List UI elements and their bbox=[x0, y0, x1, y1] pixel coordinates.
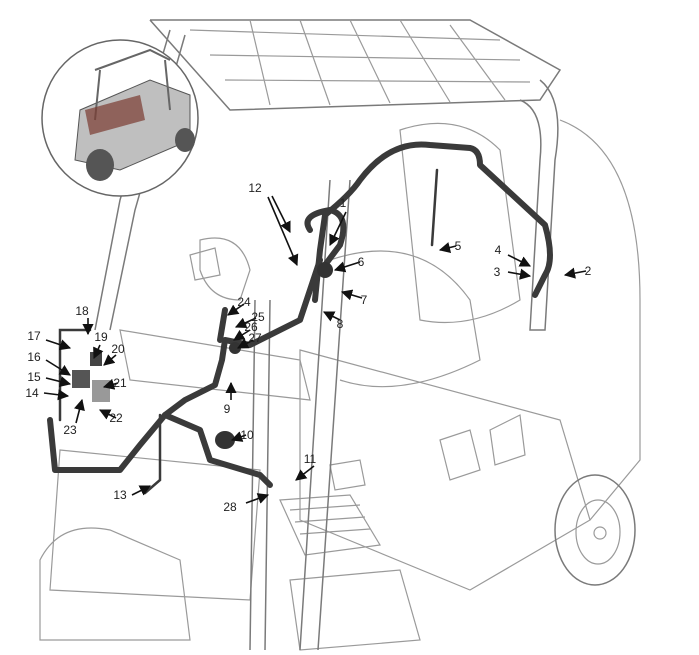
callout-label: 20 bbox=[111, 342, 125, 356]
callout-arrow bbox=[329, 211, 347, 247]
callout-label: 5 bbox=[455, 239, 462, 253]
callout-arrow bbox=[271, 195, 291, 234]
callout-label: 2 bbox=[585, 264, 592, 278]
callout-5: 5 bbox=[438, 239, 462, 253]
callout-label: 11 bbox=[304, 452, 317, 466]
callout-arrow bbox=[93, 344, 104, 360]
callout-19: 19 bbox=[93, 330, 108, 360]
callout-group: 1234567891011121314151617181920212223242… bbox=[25, 181, 591, 514]
callout-arrow bbox=[43, 389, 70, 401]
callout-2: 2 bbox=[563, 264, 592, 279]
callout-label: 28 bbox=[223, 500, 237, 514]
callout-arrow bbox=[45, 376, 72, 387]
callout-label: 24 bbox=[237, 295, 251, 309]
callout-arrow bbox=[103, 354, 117, 366]
callout-label: 13 bbox=[113, 488, 127, 502]
callout-arrow bbox=[340, 289, 363, 301]
callout-arrow bbox=[45, 339, 72, 351]
callout-18: 18 bbox=[75, 304, 94, 336]
callout-27: 27 bbox=[237, 331, 262, 349]
callout-label: 15 bbox=[27, 370, 41, 384]
callout-arrow bbox=[45, 359, 71, 376]
callout-22: 22 bbox=[98, 409, 123, 425]
callout-1: 1 bbox=[329, 196, 347, 247]
callout-arrow bbox=[74, 398, 85, 424]
callout-arrow bbox=[438, 242, 457, 253]
callout-arrow bbox=[267, 196, 299, 267]
callout-label: 17 bbox=[27, 329, 41, 343]
callout-10: 10 bbox=[230, 428, 254, 442]
callout-23: 23 bbox=[63, 398, 85, 437]
callout-arrow bbox=[227, 303, 245, 316]
callout-arrow bbox=[98, 409, 117, 420]
callout-6: 6 bbox=[333, 255, 365, 273]
callout-arrow bbox=[507, 268, 532, 280]
callout-label: 23 bbox=[63, 423, 77, 437]
callout-arrow bbox=[507, 254, 532, 267]
overhead-guard bbox=[94, 19, 562, 331]
callout-3: 3 bbox=[494, 265, 532, 280]
callout-label: 9 bbox=[224, 402, 231, 416]
callout-arrow bbox=[230, 431, 247, 442]
callout-4: 4 bbox=[495, 243, 532, 267]
callout-17: 17 bbox=[27, 329, 72, 351]
callout-label: 6 bbox=[358, 255, 365, 269]
callout-label: 16 bbox=[27, 350, 41, 364]
inset-overview bbox=[41, 39, 199, 197]
callout-label: 14 bbox=[25, 386, 39, 400]
callout-arrow bbox=[234, 317, 257, 328]
callout-label: 12 bbox=[248, 181, 262, 195]
callout-arrow bbox=[295, 465, 315, 481]
callout-8: 8 bbox=[322, 311, 344, 331]
callout-arrow bbox=[333, 261, 361, 273]
callout-26: 26 bbox=[233, 320, 258, 341]
callout-12: 12 bbox=[248, 181, 299, 267]
callout-label: 4 bbox=[495, 243, 502, 257]
callout-20: 20 bbox=[103, 342, 125, 366]
callout-arrow bbox=[233, 329, 251, 341]
callout-28: 28 bbox=[223, 493, 270, 514]
callout-label: 22 bbox=[109, 411, 123, 425]
callout-16: 16 bbox=[27, 350, 71, 376]
callout-label: 7 bbox=[361, 293, 368, 307]
callout-arrow bbox=[322, 311, 341, 322]
callout-label: 26 bbox=[244, 320, 258, 334]
callout-label: 27 bbox=[248, 331, 262, 345]
callout-label: 10 bbox=[240, 428, 254, 442]
callout-label: 18 bbox=[75, 304, 89, 318]
callout-label: 19 bbox=[94, 330, 108, 344]
callout-label: 1 bbox=[340, 196, 347, 210]
callout-label: 25 bbox=[251, 310, 265, 324]
callout-25: 25 bbox=[234, 310, 265, 328]
callout-7: 7 bbox=[340, 289, 368, 307]
callout-11: 11 bbox=[295, 452, 317, 481]
callout-arrow bbox=[131, 485, 152, 496]
callout-9: 9 bbox=[224, 381, 237, 416]
callout-14: 14 bbox=[25, 386, 70, 401]
callout-arrow bbox=[237, 338, 254, 349]
callout-21: 21 bbox=[102, 376, 127, 390]
callout-label: 21 bbox=[113, 376, 127, 390]
callout-13: 13 bbox=[113, 485, 152, 502]
callout-label: 8 bbox=[337, 317, 344, 331]
callout-label: 3 bbox=[494, 265, 501, 279]
cab-body bbox=[39, 119, 641, 651]
callout-arrow bbox=[102, 378, 119, 390]
callout-15: 15 bbox=[27, 370, 72, 387]
callout-arrow bbox=[563, 267, 587, 279]
callout-arrow bbox=[245, 493, 270, 504]
callout-24: 24 bbox=[227, 295, 251, 316]
